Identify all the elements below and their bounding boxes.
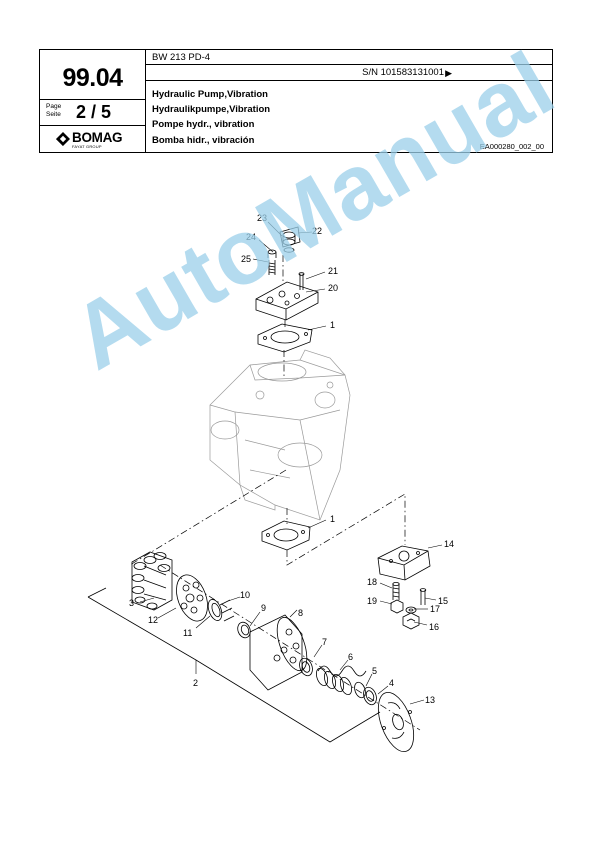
- callout-25: 25: [241, 254, 251, 264]
- header-divider: [145, 50, 146, 152]
- title-fr: Pompe hydr., vibration: [152, 119, 255, 131]
- callout-12: 12: [148, 615, 158, 625]
- callout-21: 21: [328, 266, 338, 276]
- callout-1-upper: 1: [330, 320, 335, 330]
- callout-3: 3: [129, 598, 134, 608]
- callout-6: 6: [348, 652, 353, 662]
- callout-15: 15: [438, 596, 448, 606]
- header-rule: [145, 64, 552, 65]
- model-name: BW 213 PD-4: [152, 52, 211, 63]
- callout-18: 18: [367, 577, 377, 587]
- header-rule: [145, 80, 552, 81]
- serial-number: S/N 101583131001: [362, 67, 444, 78]
- title-es: Bomba hidr., vibración: [152, 134, 255, 146]
- group-bracket-2: [87, 587, 381, 743]
- callout-11: 11: [183, 628, 192, 638]
- leader-lines: [139, 221, 443, 705]
- logo-subtext: FAYAT GROUP: [72, 144, 102, 149]
- callout-1-lower: 1: [330, 514, 335, 524]
- callout-2: 2: [193, 678, 198, 688]
- title-de: Hydraulikpumpe,Vibration: [152, 104, 271, 116]
- callout-9: 9: [261, 603, 266, 613]
- title-list: Hydraulic Pump,Vibration Hydraulikpumpe,…: [152, 87, 270, 148]
- bomag-logo-icon: [56, 132, 70, 146]
- document-reference: EA000280_002_00: [479, 142, 544, 151]
- callout-labels: 22 23 24 25 21 20 1 1 14 18 19 15 17 16 …: [129, 213, 454, 705]
- callout-5: 5: [372, 666, 377, 676]
- callout-7: 7: [322, 637, 327, 647]
- callout-20: 20: [328, 283, 338, 293]
- page-number: 2 / 5: [76, 102, 112, 122]
- callout-10: 10: [240, 590, 250, 600]
- header-rule: [40, 99, 145, 100]
- valve-assembly-right: [377, 545, 431, 630]
- gasket-lower: [261, 520, 311, 551]
- assembly-axis-lines: [129, 255, 421, 731]
- callout-24: 24: [246, 232, 256, 242]
- callout-22: 22: [312, 226, 322, 236]
- callout-8: 8: [298, 608, 303, 618]
- callout-19: 19: [367, 596, 377, 606]
- page-label: Page Seite: [46, 103, 61, 119]
- arrow-right-icon: ▶: [445, 68, 452, 78]
- callout-4: 4: [389, 678, 394, 688]
- callout-13: 13: [425, 695, 435, 705]
- callout-16: 16: [429, 622, 439, 632]
- pump-housing: [209, 349, 351, 521]
- cylinder-block-group: [237, 614, 415, 752]
- title-en: Hydraulic Pump,Vibration: [152, 89, 268, 100]
- cap-assembly-top: [255, 226, 319, 353]
- page-label-en: Page: [46, 103, 62, 110]
- callout-17: 17: [430, 604, 440, 614]
- callout-23: 23: [257, 213, 267, 223]
- header-rule: [40, 125, 145, 126]
- group-number: 99.04: [62, 64, 123, 92]
- piston-group-left: [131, 551, 235, 622]
- logo-text: BOMAG: [72, 130, 123, 145]
- header-block: BW 213 PD-4 S/N 101583131001 ▶ 99.04 Pag…: [39, 49, 553, 153]
- callout-14: 14: [444, 539, 454, 549]
- page-label-de: Seite: [46, 111, 61, 118]
